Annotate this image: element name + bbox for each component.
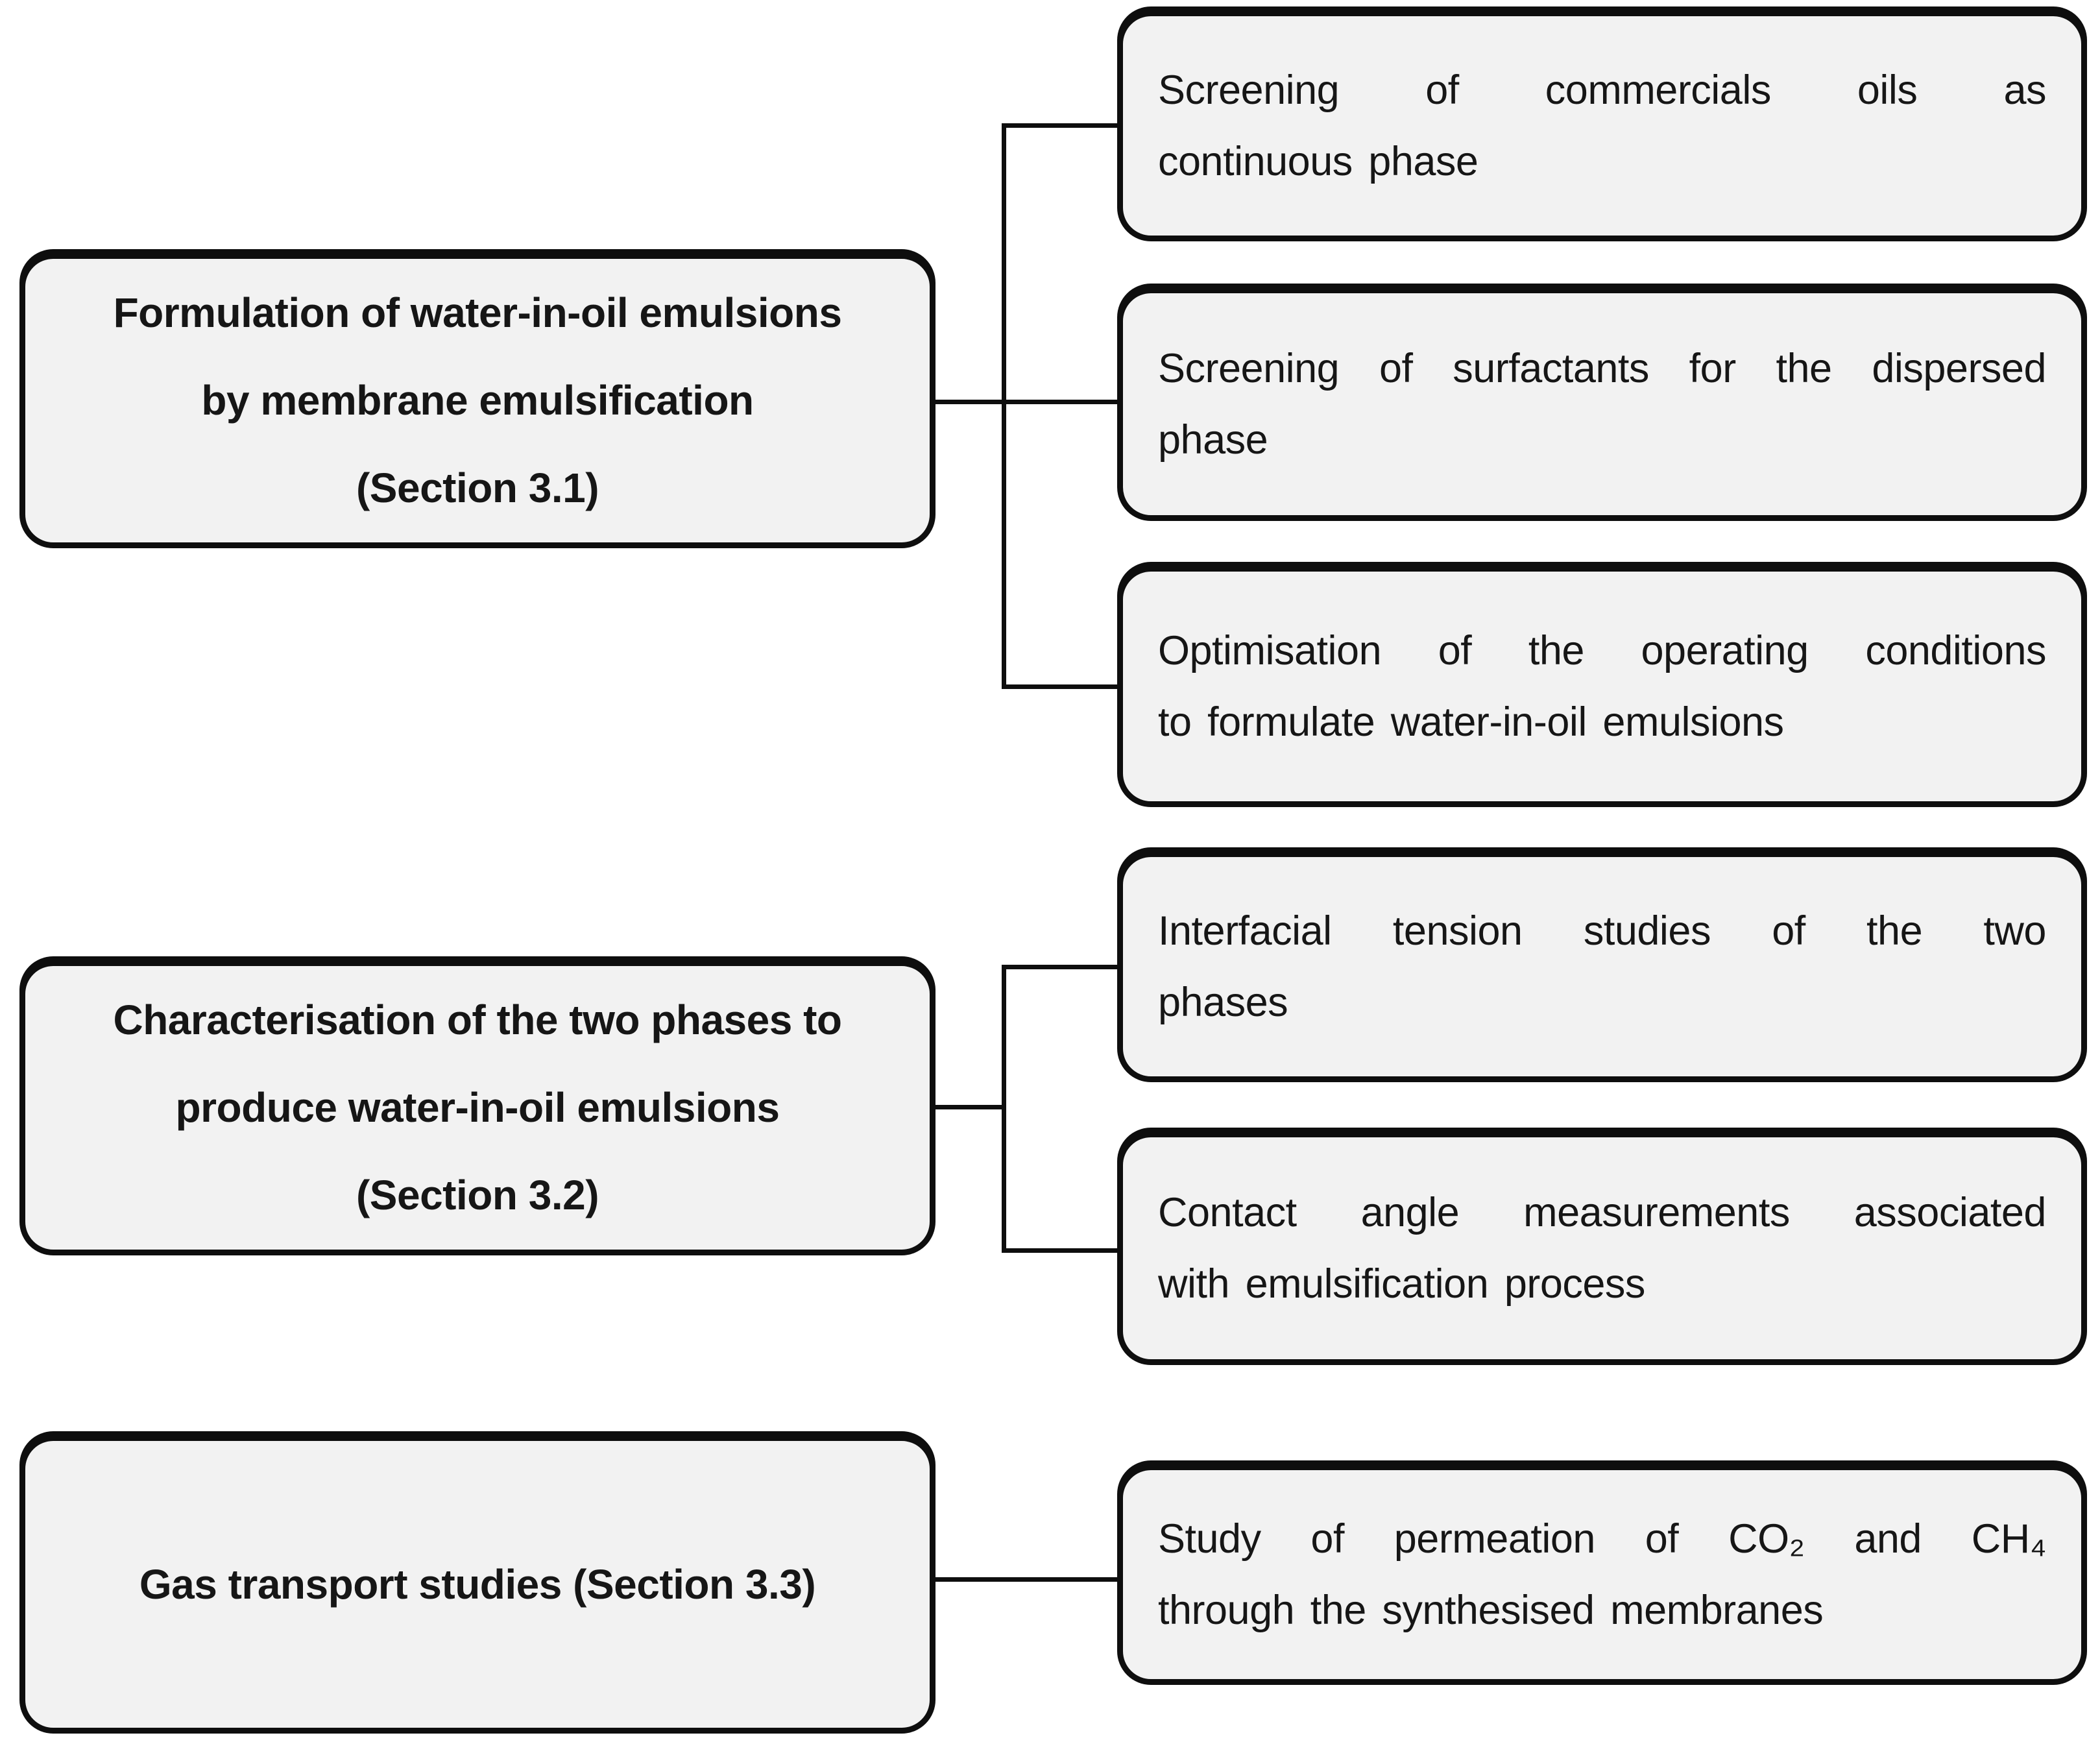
item-text-line: phase	[1158, 417, 1268, 463]
connector-section2-bracket	[1002, 965, 1006, 1253]
section-title-line: produce water-in-oil emulsions	[175, 1084, 780, 1131]
connector-section2-branch-bottom	[1002, 1248, 1117, 1253]
item-text-line: to formulate water-in-oil emulsions	[1158, 699, 1784, 745]
connector-section3-trunk	[934, 1577, 1117, 1582]
connector-section2-trunk	[934, 1105, 1006, 1109]
item-text-line: phases	[1158, 980, 1288, 1025]
connector-section1-branch-bottom	[1002, 684, 1117, 689]
item-text-line: through the synthesised membranes	[1158, 1588, 1824, 1633]
section-box-characterisation: Characterisation of the two phases to pr…	[19, 960, 935, 1255]
section-title-line: Gas transport studies (Section 3.3)	[139, 1560, 816, 1608]
connector-section2-branch-top	[1002, 965, 1117, 969]
connector-section1-trunk	[934, 400, 1117, 404]
section-box-gas-transport: Gas transport studies (Section 3.3)	[19, 1435, 935, 1734]
section-title-line: by membrane emulsification	[201, 377, 754, 424]
section-box-formulation: Formulation of water-in-oil emulsions by…	[19, 253, 935, 548]
section-title-line: Formulation of water-in-oil emulsions	[113, 289, 842, 336]
section-title-line: (Section 3.1)	[356, 465, 599, 511]
item-text-line: continuous phase	[1158, 139, 1478, 184]
section-title-line: Characterisation of the two phases to	[113, 997, 842, 1043]
item-text-line: with emulsification process	[1158, 1261, 1645, 1307]
connector-section1-bracket	[1002, 123, 1006, 689]
section-title-line: (Section 3.2)	[356, 1172, 599, 1218]
connector-section1-branch-top	[1002, 123, 1117, 128]
